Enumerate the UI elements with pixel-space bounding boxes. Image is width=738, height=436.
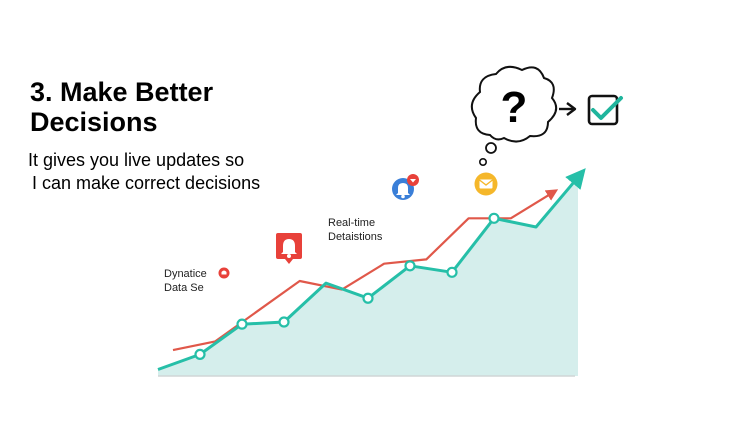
subtitle-line-2: I can make correct decisions bbox=[32, 173, 260, 193]
slide-title-line-1: 3. Make Better bbox=[30, 77, 214, 107]
thought-bubble-icon bbox=[470, 65, 558, 167]
data-point-marker bbox=[362, 292, 374, 304]
question-mark: ? bbox=[501, 83, 528, 132]
checkbox-checked-icon bbox=[587, 94, 623, 126]
data-point-marker bbox=[404, 260, 416, 272]
series-markers-teal bbox=[194, 212, 500, 360]
bell-alert-icon bbox=[276, 233, 302, 264]
annotation-line: Dynatice bbox=[164, 268, 207, 280]
subtitle-line-1: It gives you live updates so bbox=[28, 150, 244, 170]
growth-line-chart bbox=[157, 168, 586, 377]
alert-dot-icon bbox=[218, 267, 230, 279]
arrow-right-icon bbox=[559, 102, 577, 116]
data-point-marker bbox=[446, 266, 458, 278]
data-point-marker bbox=[278, 316, 290, 328]
annotation-line: Real-time bbox=[328, 217, 375, 229]
area-fill bbox=[158, 177, 578, 376]
bell-notification-icon bbox=[392, 174, 419, 200]
data-point-marker bbox=[194, 348, 206, 360]
annotation-line: Detaistions bbox=[328, 231, 383, 243]
annotation-line: Data Se bbox=[164, 282, 204, 294]
mail-notification-icon bbox=[474, 172, 498, 196]
data-point-marker bbox=[488, 212, 500, 224]
slide-title-line-2: Decisions bbox=[30, 107, 158, 137]
data-point-marker bbox=[236, 318, 248, 330]
